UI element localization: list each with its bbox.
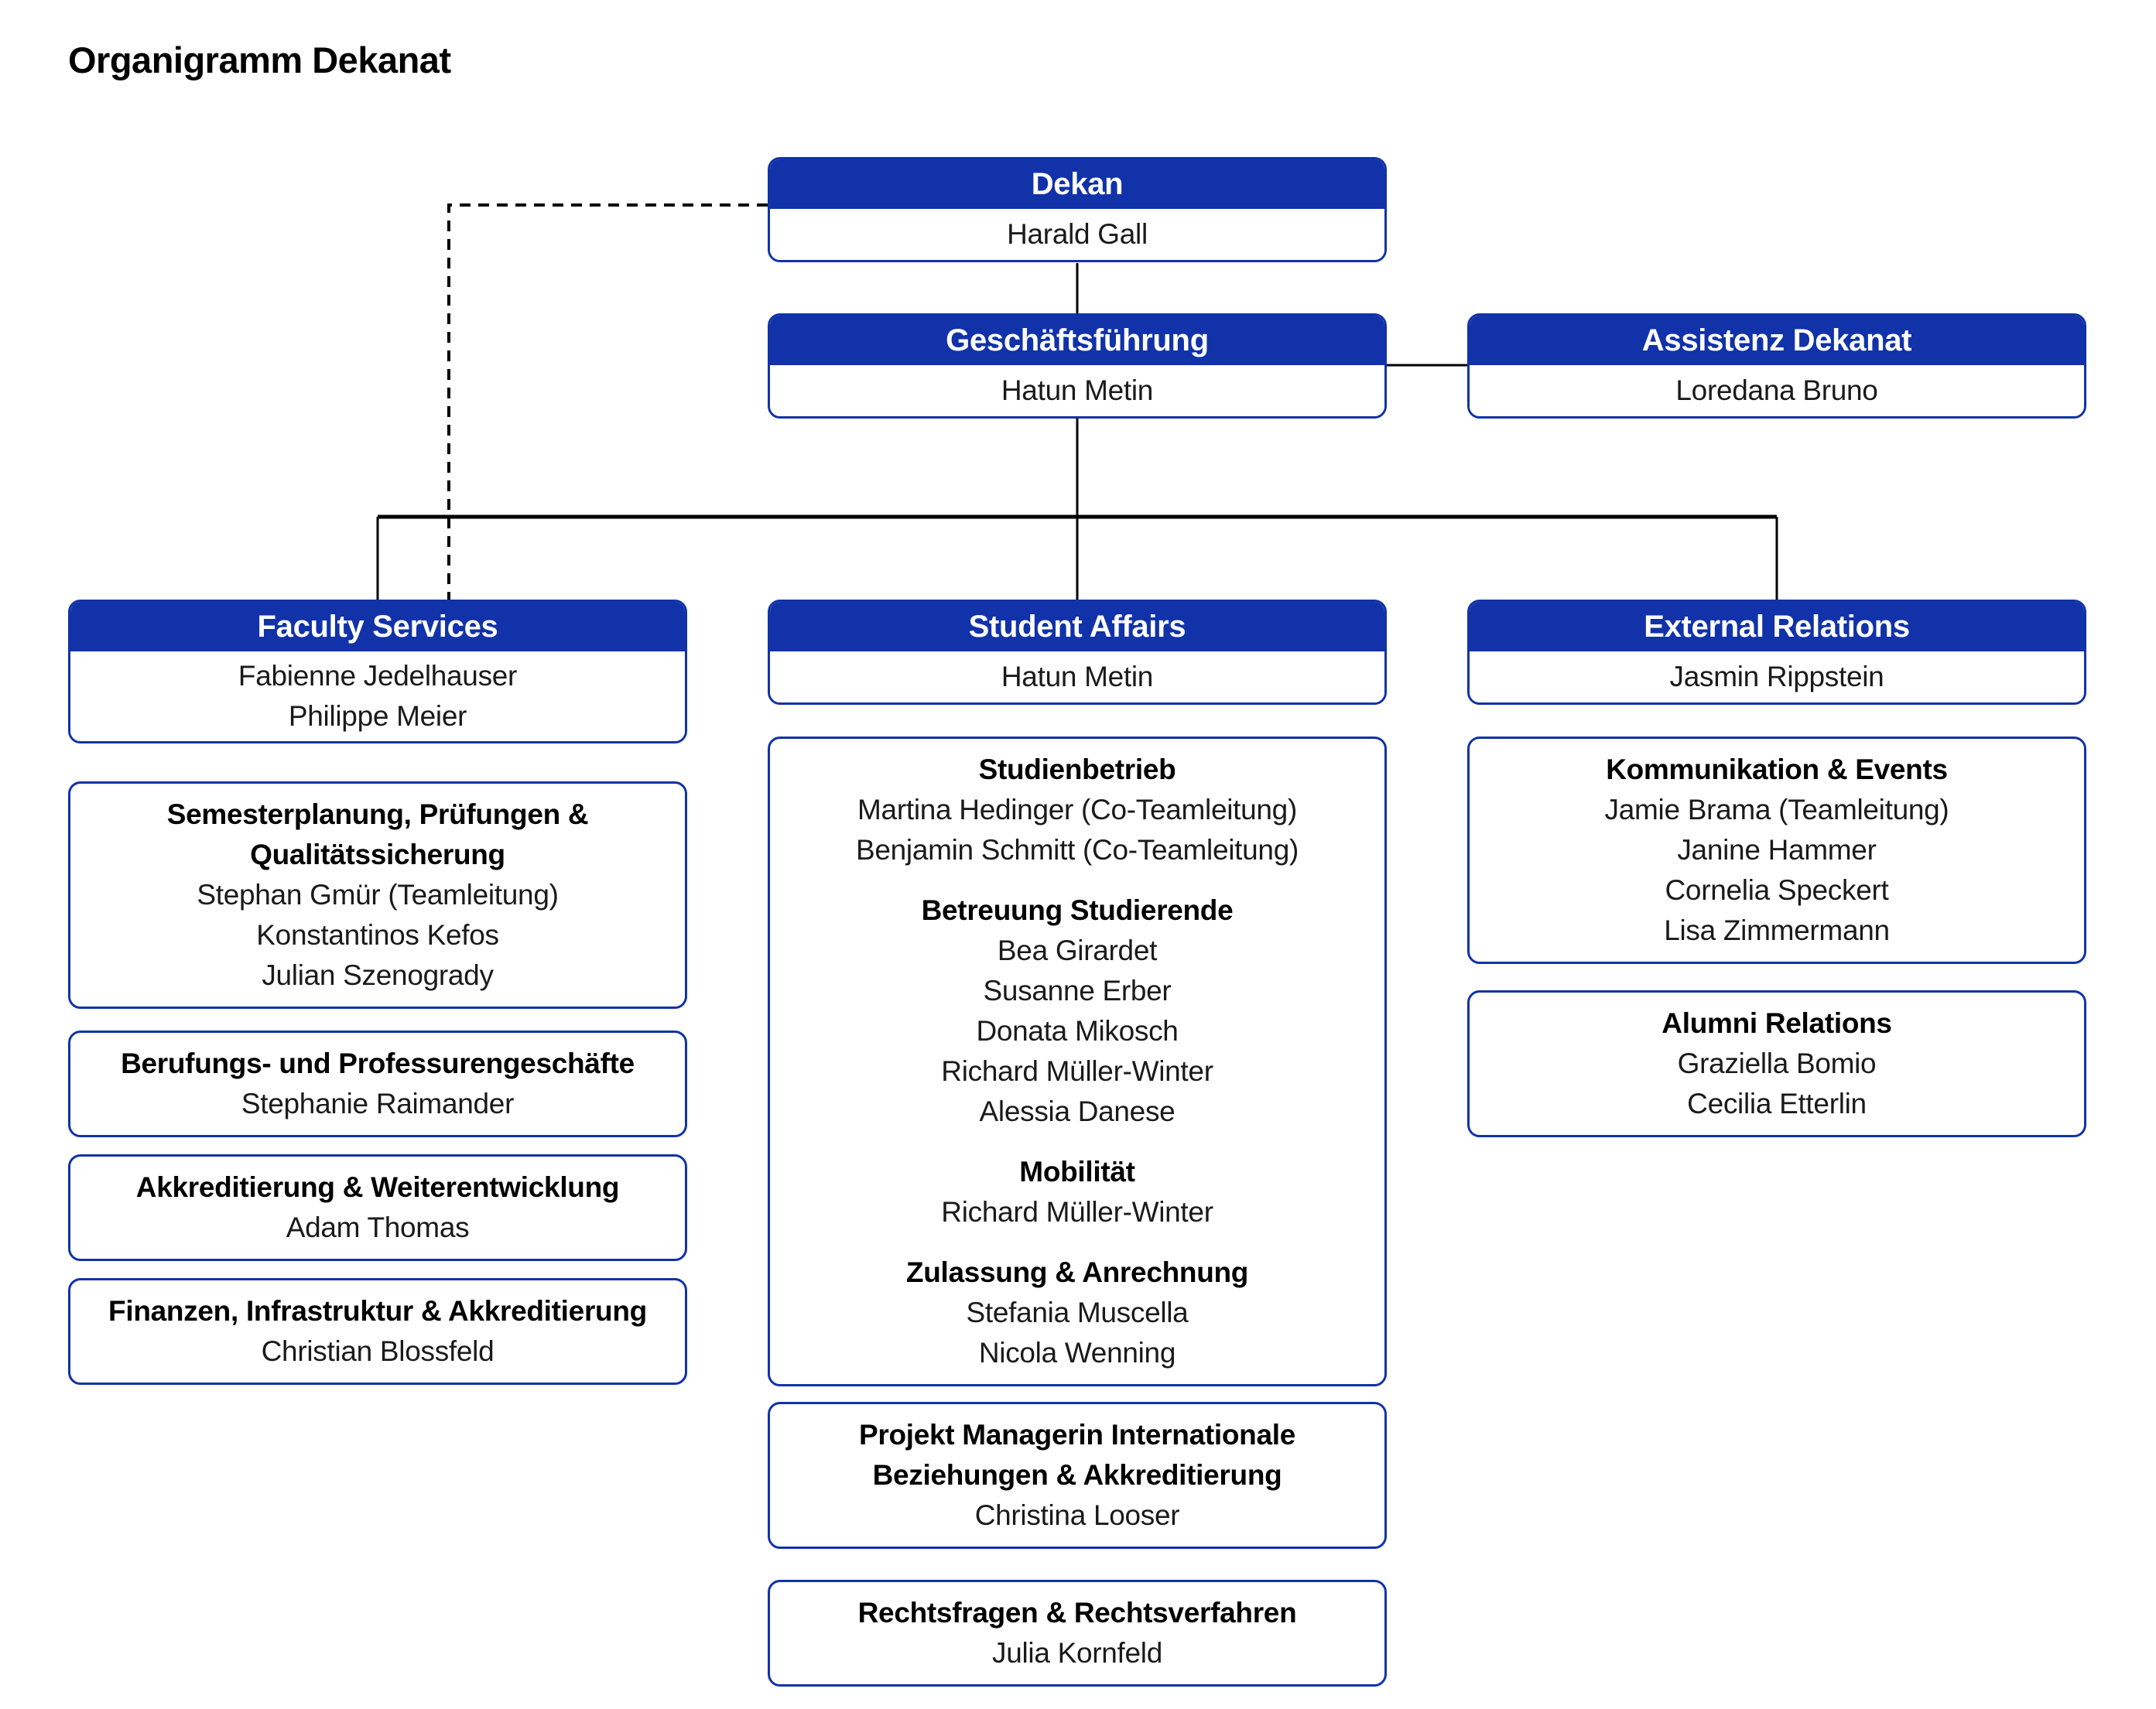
member-name: Christian Blossfeld <box>261 1335 495 1367</box>
node-dekan-title: Dekan <box>770 159 1384 209</box>
team-heading: Studienbetrieb <box>978 754 1176 785</box>
team-heading: Rechtsfragen & Rechtsverfahren <box>857 1597 1297 1629</box>
member-name: Nicola Wenning <box>978 1337 1176 1369</box>
member-name: Jamie Brama (Teamleitung) <box>1604 794 1949 825</box>
member-name: Loredana Bruno <box>1675 374 1878 406</box>
member-name: Julia Kornfeld <box>992 1637 1162 1669</box>
subbox-berufungs-professuren: Berufungs- und Professurengeschäfte Step… <box>68 1031 687 1137</box>
member-name: Hatun Metin <box>1001 374 1154 406</box>
team-section: Studienbetrieb Martina Hedinger (Co-Team… <box>779 750 1375 870</box>
node-dekan-body: Harald Gall <box>770 209 1384 260</box>
team-heading: Akkreditierung & Weiterentwicklung <box>135 1171 620 1203</box>
team-section: Zulassung & Anrechnung Stefania Muscella… <box>779 1253 1375 1373</box>
member-name: Bea Girardet <box>997 935 1158 966</box>
team-section: Akkreditierung & Weiterentwicklung Adam … <box>80 1167 676 1248</box>
member-name: Graziella Bomio <box>1677 1048 1877 1079</box>
node-geschaeftsfuehrung-body: Hatun Metin <box>770 365 1384 416</box>
team-heading: Projekt Managerin Internationale Beziehu… <box>858 1419 1296 1491</box>
member-name: Donata Mikosch <box>976 1015 1179 1047</box>
member-name: Fabienne Jedelhauser <box>238 660 518 692</box>
member-name: Adam Thomas <box>286 1212 470 1243</box>
node-geschaeftsfuehrung: Geschäftsführung Hatun Metin <box>768 313 1387 419</box>
subbox-rechtsfragen: Rechtsfragen & Rechtsverfahren Julia Kor… <box>768 1580 1387 1687</box>
team-heading: Finanzen, Infrastruktur & Akkreditierung <box>108 1295 647 1327</box>
member-name: Martina Hedinger (Co-Teamleitung) <box>857 794 1297 825</box>
node-assistenz-dekanat-body: Loredana Bruno <box>1470 365 2084 416</box>
subbox-projekt-managerin: Projekt Managerin Internationale Beziehu… <box>768 1402 1387 1549</box>
member-name: Christina Looser <box>974 1499 1180 1531</box>
subbox-akkreditierung-weiterentwicklung: Akkreditierung & Weiterentwicklung Adam … <box>68 1154 687 1261</box>
subbox-kommunikation-events: Kommunikation & Events Jamie Brama (Team… <box>1467 737 2086 964</box>
team-section: Alumni Relations Graziella Bomio Cecilia… <box>1479 1003 2075 1124</box>
node-student-affairs-title: Student Affairs <box>770 602 1384 651</box>
node-assistenz-dekanat-title: Assistenz Dekanat <box>1470 316 2084 365</box>
node-faculty-services-title: Faculty Services <box>70 602 685 651</box>
team-heading: Semesterplanung, Prüfungen & Qualitätssi… <box>166 798 589 870</box>
member-name: Stephanie Raimander <box>241 1088 515 1119</box>
member-name: Janine Hammer <box>1677 834 1877 866</box>
node-geschaeftsfuehrung-title: Geschäftsführung <box>770 316 1384 365</box>
member-name: Philippe Meier <box>288 700 467 732</box>
member-name: Lisa Zimmermann <box>1664 914 1890 946</box>
team-section: Berufungs- und Professurengeschäfte Step… <box>80 1044 676 1124</box>
member-name: Richard Müller-Winter <box>941 1055 1213 1087</box>
node-student-affairs-body: Hatun Metin <box>770 651 1384 702</box>
node-faculty-services: Faculty Services Fabienne Jedelhauser Ph… <box>68 600 687 743</box>
team-heading: Kommunikation & Events <box>1606 754 1948 785</box>
team-heading: Alumni Relations <box>1661 1007 1892 1039</box>
team-section: Projekt Managerin Internationale Beziehu… <box>779 1415 1375 1536</box>
team-section: Mobilität Richard Müller-Winter <box>779 1152 1375 1232</box>
member-name: Hatun Metin <box>1001 661 1154 692</box>
member-name: Cornelia Speckert <box>1665 874 1889 906</box>
subbox-semesterplanung: Semesterplanung, Prüfungen & Qualitätssi… <box>68 781 687 1009</box>
node-external-relations: External Relations Jasmin Rippstein <box>1467 600 2086 705</box>
team-section: Betreuung Studierende Bea Girardet Susan… <box>779 890 1375 1132</box>
member-name: Stefania Muscella <box>966 1297 1189 1328</box>
member-name: Jasmin Rippstein <box>1669 661 1884 692</box>
member-name: Stephan Gmür (Teamleitung) <box>197 879 559 911</box>
subbox-alumni-relations: Alumni Relations Graziella Bomio Cecilia… <box>1467 990 2086 1137</box>
member-name: Konstantinos Kefos <box>256 919 499 951</box>
team-heading: Berufungs- und Professurengeschäfte <box>121 1048 635 1079</box>
team-section: Finanzen, Infrastruktur & Akkreditierung… <box>80 1291 676 1372</box>
node-assistenz-dekanat: Assistenz Dekanat Loredana Bruno <box>1467 313 2086 419</box>
node-dekan: Dekan Harald Gall <box>768 157 1387 262</box>
team-heading: Zulassung & Anrechnung <box>905 1256 1249 1288</box>
team-section: Rechtsfragen & Rechtsverfahren Julia Kor… <box>779 1593 1375 1673</box>
member-name: Benjamin Schmitt (Co-Teamleitung) <box>855 834 1299 866</box>
node-student-affairs: Student Affairs Hatun Metin <box>768 600 1387 705</box>
subbox-student-affairs-teams: Studienbetrieb Martina Hedinger (Co-Team… <box>768 737 1387 1386</box>
member-name: Alessia Danese <box>979 1095 1176 1127</box>
node-external-relations-title: External Relations <box>1470 602 2084 651</box>
member-name: Richard Müller-Winter <box>941 1196 1213 1228</box>
subbox-finanzen-infrastruktur: Finanzen, Infrastruktur & Akkreditierung… <box>68 1278 687 1385</box>
member-name: Julian Szenogrady <box>262 959 494 991</box>
member-name: Cecilia Etterlin <box>1687 1088 1867 1119</box>
team-section: Semesterplanung, Prüfungen & Qualitätssi… <box>80 795 676 996</box>
team-section: Kommunikation & Events Jamie Brama (Team… <box>1479 750 2075 951</box>
node-external-relations-body: Jasmin Rippstein <box>1470 651 2084 702</box>
team-heading: Mobilität <box>1019 1156 1135 1188</box>
member-name: Susanne Erber <box>983 975 1172 1007</box>
team-heading: Betreuung Studierende <box>921 894 1234 926</box>
connector-dekan-faculty-services-dashed <box>447 203 768 601</box>
member-name: Harald Gall <box>1007 218 1148 250</box>
node-faculty-services-body: Fabienne Jedelhauser Philippe Meier <box>70 651 685 741</box>
page-title: Organigramm Dekanat <box>68 39 451 80</box>
